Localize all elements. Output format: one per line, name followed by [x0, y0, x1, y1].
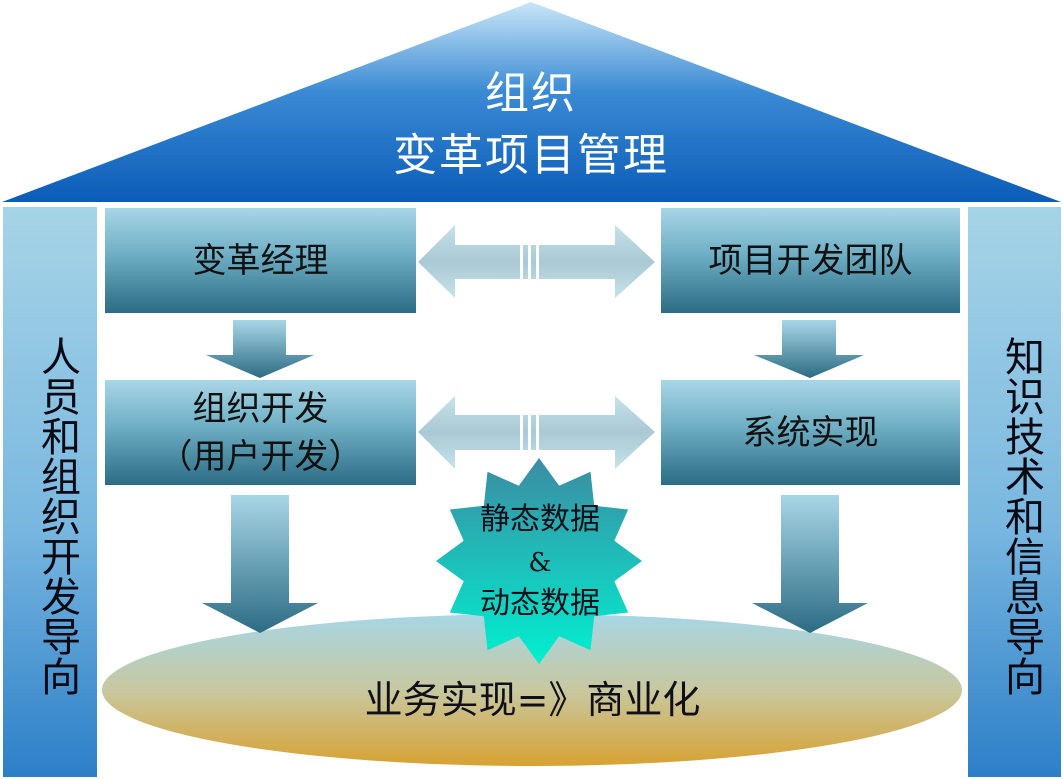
org-dev-sublabel: （用户开发）: [158, 436, 363, 477]
foundation-label: 业务实现=》商业化: [364, 678, 701, 722]
change-manager-box: 变革经理: [105, 208, 416, 313]
right-pillar: [968, 207, 1061, 777]
roof-shape: [2, 2, 1061, 202]
arrow-down-left-large: [202, 495, 318, 633]
change-manager-label: 变革经理: [192, 240, 329, 281]
system-impl-label: 系统实现: [742, 412, 879, 453]
star-label-dynamic: 动态数据: [480, 586, 600, 621]
left-pillar: [3, 207, 97, 777]
left-pillar-label: 人员和组织开发导向: [34, 336, 80, 696]
roof-title-line1: 组织: [485, 68, 577, 119]
double-arrow-middle: [418, 396, 655, 469]
org-dev-box: 组织开发 （用户开发）: [105, 380, 416, 485]
star-label-ampersand: &: [528, 548, 552, 578]
arrow-down-right-large: [752, 495, 868, 633]
data-star-shape: [436, 458, 642, 664]
foundation-ellipse: [102, 614, 962, 766]
right-pillar-label: 知识技术和信息导向: [998, 336, 1044, 696]
double-arrow-top: [418, 225, 655, 298]
system-impl-box: 系统实现: [661, 380, 960, 485]
dev-team-box: 项目开发团队: [661, 208, 960, 313]
dev-team-label: 项目开发团队: [708, 240, 913, 281]
star-label-static: 静态数据: [480, 502, 600, 537]
org-dev-label: 组织开发: [192, 388, 329, 429]
roof-title-line2: 变革项目管理: [393, 130, 669, 181]
arrow-down-right-small: [754, 320, 864, 378]
arrow-down-left-small: [206, 320, 314, 378]
